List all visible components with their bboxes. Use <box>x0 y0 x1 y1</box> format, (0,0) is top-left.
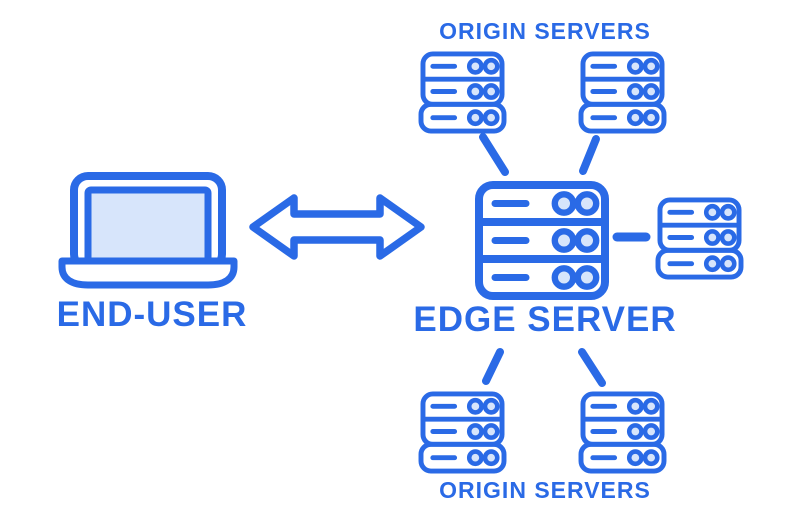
edge-server-label: EDGE SERVER <box>413 300 677 339</box>
server-icon-origin-top-left <box>418 51 507 134</box>
server-icon-origin-right <box>655 197 744 280</box>
server-icon-origin-top-right <box>578 51 667 134</box>
double-arrow-icon <box>248 193 426 261</box>
server-icon-origin-bottom-left <box>418 391 507 474</box>
server-icon-origin-bottom-right <box>578 391 667 474</box>
server-icon-edge <box>474 180 610 301</box>
connector-line-top-left <box>479 133 509 176</box>
end-user-label: END-USER <box>56 295 248 334</box>
laptop-icon <box>58 171 238 291</box>
connector-line-top-right <box>579 135 600 175</box>
origin-servers-top-label: ORIGIN SERVERS <box>439 18 651 44</box>
connector-line-bottom-right <box>578 348 606 387</box>
origin-servers-bottom-label: ORIGIN SERVERS <box>439 477 651 503</box>
connector-line-bottom-left <box>482 348 504 385</box>
